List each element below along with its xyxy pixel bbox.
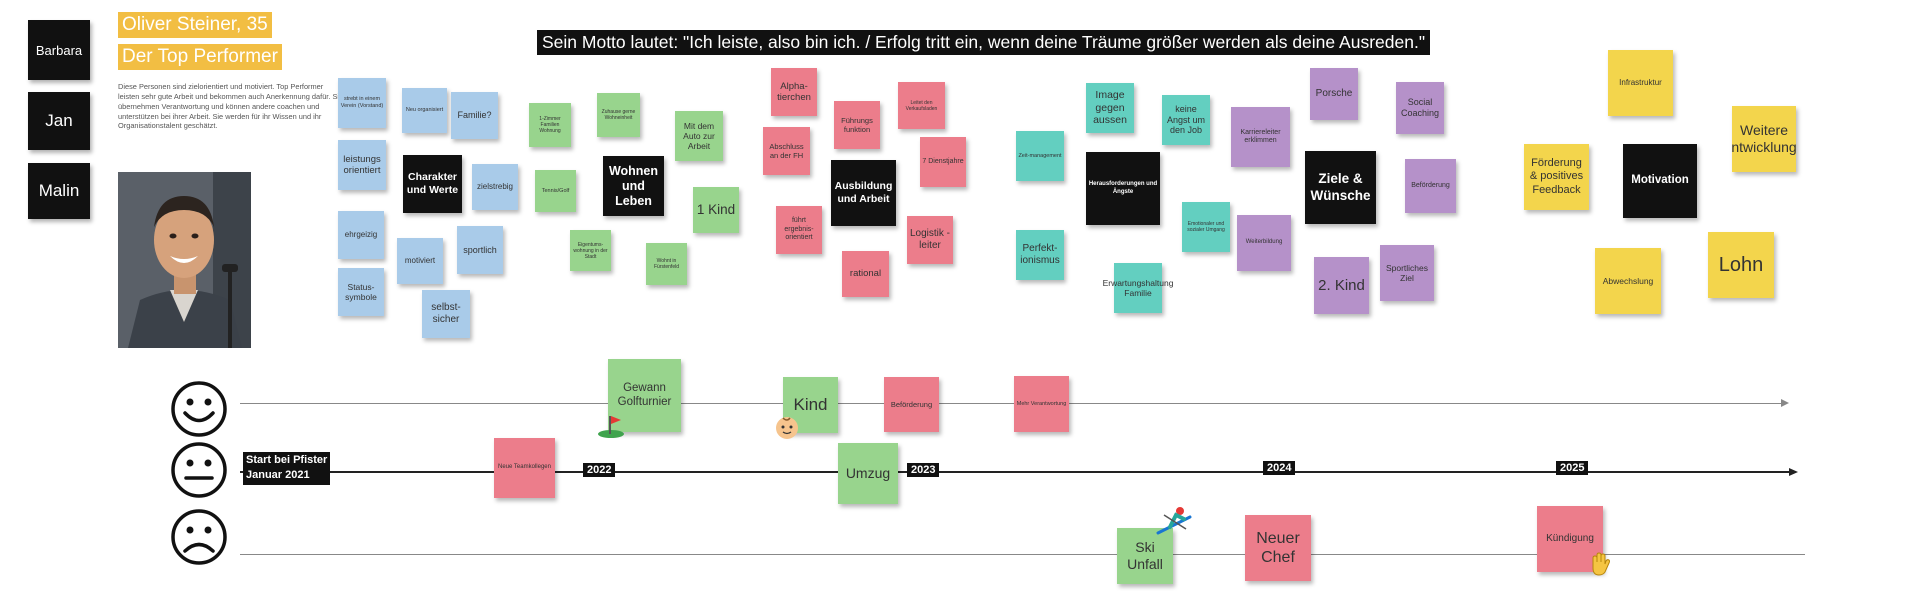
note-motivation-foerderung[interactable]: Förderung & positives Feedback [1524, 144, 1589, 210]
note-challenges-familie[interactable]: Erwartungshaltung Familie [1103, 263, 1173, 313]
event-umzug[interactable]: Umzug [838, 443, 898, 504]
note-character-organisiert[interactable]: Neu organisiert [402, 88, 447, 133]
year-label-2022: 2022 [583, 463, 616, 477]
note-living-kind[interactable]: 1 Kind [693, 187, 739, 233]
note-education-logistikleiter[interactable]: Logistik -leiter [907, 216, 953, 264]
event-mehr-verantwortung[interactable]: Mehr Verantwortung [1014, 376, 1069, 432]
note-living-tennis-golf[interactable]: Tennis/Golf [535, 170, 576, 212]
person-name: Jan [45, 111, 73, 130]
note-motivation-abwechslung[interactable]: Abwechslung [1595, 248, 1661, 314]
event-ski-unfall[interactable]: Ski Unfall [1117, 528, 1173, 584]
person-name: Barbara [35, 42, 83, 58]
note-living-fuerstenfeld[interactable]: Wohnt in Fürstenfeld [646, 243, 687, 285]
note-challenges-zeitmanagement[interactable]: Zeit-management [1016, 131, 1064, 181]
happy-face-icon [171, 381, 227, 437]
note-education-alphatier[interactable]: Alpha-tierchen [771, 68, 817, 116]
note-goals-zweites-kind[interactable]: 2. Kind [1314, 257, 1369, 314]
note-education-ergebnisorientiert[interactable]: führt ergebnis-orientiert [776, 206, 822, 254]
note-challenges-emotional[interactable]: Emotionaler und sozialer Umgang [1182, 202, 1230, 252]
timeline-start-label: Start bei Pfister Januar 2021 [243, 452, 331, 485]
timeline-happy-line [240, 403, 1783, 404]
note-character-sportlich[interactable]: sportlich [457, 226, 503, 274]
note-living-eigentum[interactable]: Eigentums-wohnung in der Stadt [570, 230, 611, 271]
note-education-verkaufsladen[interactable]: Leitet den Verkaufsladen [898, 82, 945, 129]
timeline-main-arrowhead [1789, 468, 1798, 476]
timeline-sad-line [240, 554, 1805, 555]
note-challenges-perfektionismus[interactable]: Perfekt-ionismus [1016, 230, 1064, 280]
person-note-barbara[interactable]: Barbara [28, 20, 90, 80]
cluster-heading-education[interactable]: Ausbildung und Arbeit [831, 160, 896, 226]
note-character-leistungsorientiert[interactable]: leistungs orientiert [338, 140, 386, 190]
sad-face-icon [171, 509, 227, 565]
note-education-rational[interactable]: rational [842, 251, 889, 297]
persona-photo [118, 172, 251, 348]
persona-description: Diese Personen sind zielorientiert und m… [118, 82, 344, 131]
note-challenges-image[interactable]: Image gegen aussen [1086, 83, 1134, 133]
note-motivation-weiterentwicklung[interactable]: Weitere ntwicklung [1731, 106, 1797, 172]
waving-hand-icon [1592, 552, 1610, 576]
note-living-auto[interactable]: Mit dem Auto zur Arbeit [675, 111, 723, 161]
note-goals-weiterbildung[interactable]: Weiterbildung [1237, 215, 1291, 271]
skier-icon [1156, 507, 1192, 535]
persona-type: Der Top Performer [118, 44, 282, 70]
event-neuer-chef[interactable]: Neuer Chef [1245, 515, 1311, 581]
person-name: Malin [38, 181, 80, 200]
year-label-2025: 2025 [1556, 461, 1589, 475]
person-note-jan[interactable]: Jan [28, 92, 90, 150]
note-goals-sportziel[interactable]: Sportliches Ziel [1380, 245, 1434, 301]
note-motivation-infrastruktur[interactable]: Infrastruktur [1608, 50, 1673, 116]
note-goals-coaching[interactable]: Social Coaching [1396, 82, 1444, 134]
cluster-heading-goals[interactable]: Ziele & Wünsche [1305, 151, 1376, 224]
start-line-2: Januar 2021 [246, 469, 310, 482]
note-education-abschluss[interactable]: Abschluss an der FH [763, 127, 810, 175]
cluster-heading-motivation[interactable]: Motivation [1623, 144, 1697, 218]
note-education-fuehrung[interactable]: Führungs funktion [834, 101, 880, 149]
note-character-familie[interactable]: Familie? [451, 92, 498, 139]
event-neue-teamkollegen[interactable]: Neue Teamkollegen [494, 438, 555, 498]
note-living-wohnung[interactable]: 1-Zimmer Familien Wohnung [529, 103, 571, 147]
motto-banner: Sein Motto lautet: "Ich leiste, also bin… [537, 30, 1431, 55]
note-character-verein[interactable]: strebt in einem Verein (Vorstand) [338, 78, 386, 128]
note-education-dienstjahre[interactable]: 7 Dienstjahre [920, 137, 966, 187]
event-befoerderung[interactable]: Beförderung [884, 377, 939, 432]
note-character-selbstsicher[interactable]: selbst-sicher [422, 290, 470, 338]
start-line-1: Start bei Pfister [246, 454, 328, 466]
event-kuendigung[interactable]: Kündigung [1537, 506, 1603, 572]
baby-icon [776, 417, 798, 439]
persona-name-age: Oliver Steiner, 35 [118, 12, 272, 38]
neutral-face-icon [171, 442, 227, 498]
cluster-heading-challenges[interactable]: Herausforderungen und Ängste [1086, 152, 1160, 225]
cluster-heading-living[interactable]: Wohnen und Leben [603, 156, 664, 216]
note-character-ehrgeizig[interactable]: ehrgeizig [338, 211, 384, 259]
note-character-statussymbole[interactable]: Status-symbole [338, 268, 384, 316]
note-goals-karriere[interactable]: Karriereleiter erklimmen [1231, 107, 1290, 167]
golf-flag-icon [598, 416, 624, 438]
timeline-main-line [240, 471, 1791, 473]
timeline-happy-arrowhead [1781, 399, 1789, 407]
note-motivation-lohn[interactable]: Lohn [1708, 232, 1774, 298]
note-goals-befoerderung[interactable]: Beförderung [1405, 159, 1456, 213]
year-label-2023: 2023 [907, 463, 940, 477]
note-living-zuhause[interactable]: Zuhause gerne Wohneinheit [597, 93, 640, 137]
cluster-heading-character[interactable]: Charakter und Werte [403, 155, 462, 213]
person-note-malin[interactable]: Malin [28, 163, 90, 219]
note-challenges-jobangst[interactable]: keine Angst um den Job [1162, 95, 1210, 145]
note-character-zielstrebig[interactable]: zielstrebig [472, 164, 518, 210]
note-goals-porsche[interactable]: Porsche [1310, 68, 1358, 120]
note-character-motiviert[interactable]: motiviert [397, 238, 443, 284]
year-label-2024: 2024 [1263, 461, 1296, 475]
